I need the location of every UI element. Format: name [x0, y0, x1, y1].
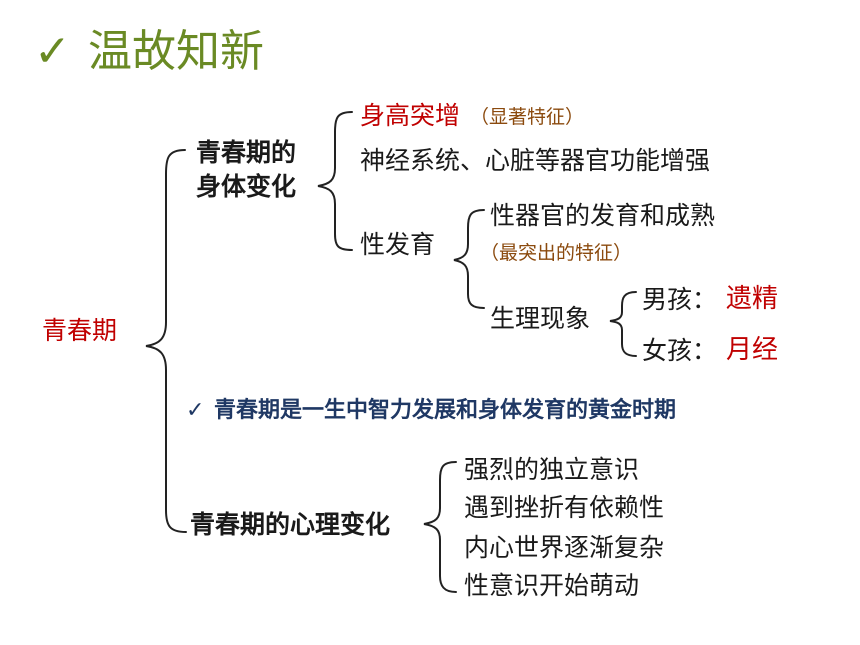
phenomena-label: 生理现象 [490, 304, 591, 333]
growth-note: （显著特征） [470, 106, 585, 128]
psych-item: 强烈的独立意识 [464, 455, 640, 484]
brace-sexual [453, 209, 485, 309]
physical-label-line1: 青春期的 [196, 138, 297, 167]
boy-label: 男孩： [642, 285, 718, 314]
growth-label: 身高突增 [360, 101, 461, 130]
organ-dev-note: （最突出的特征） [480, 242, 633, 264]
psych-item: 内心世界逐渐复杂 [464, 533, 665, 562]
girl-value: 月经 [726, 335, 779, 365]
organ-dev-text: 性器官的发育和成熟 [490, 201, 716, 230]
boy-value: 遗精 [726, 284, 779, 314]
brace-root [145, 149, 187, 533]
physical-label-line2: 身体变化 [196, 172, 297, 201]
title-check-icon: ✓ [34, 26, 71, 77]
brace-phenomena [609, 291, 637, 357]
girl-label: 女孩： [642, 336, 718, 365]
organs-text: 神经系统、心脏等器官功能增强 [360, 146, 711, 175]
golden-check-icon: ✓ [186, 398, 205, 423]
root-label: 青春期 [42, 316, 118, 345]
brace-psych [423, 461, 457, 593]
psych-item: 性意识开始萌动 [464, 571, 640, 600]
golden-text: 青春期是一生中智力发展和身体发育的黄金时期 [214, 398, 677, 423]
brace-physical [317, 111, 353, 251]
slide-title: 温故知新 [88, 26, 264, 77]
psych-item: 遇到挫折有依赖性 [464, 493, 665, 522]
sexual-label: 性发育 [360, 230, 436, 259]
psych-label: 青春期的心理变化 [190, 510, 391, 539]
